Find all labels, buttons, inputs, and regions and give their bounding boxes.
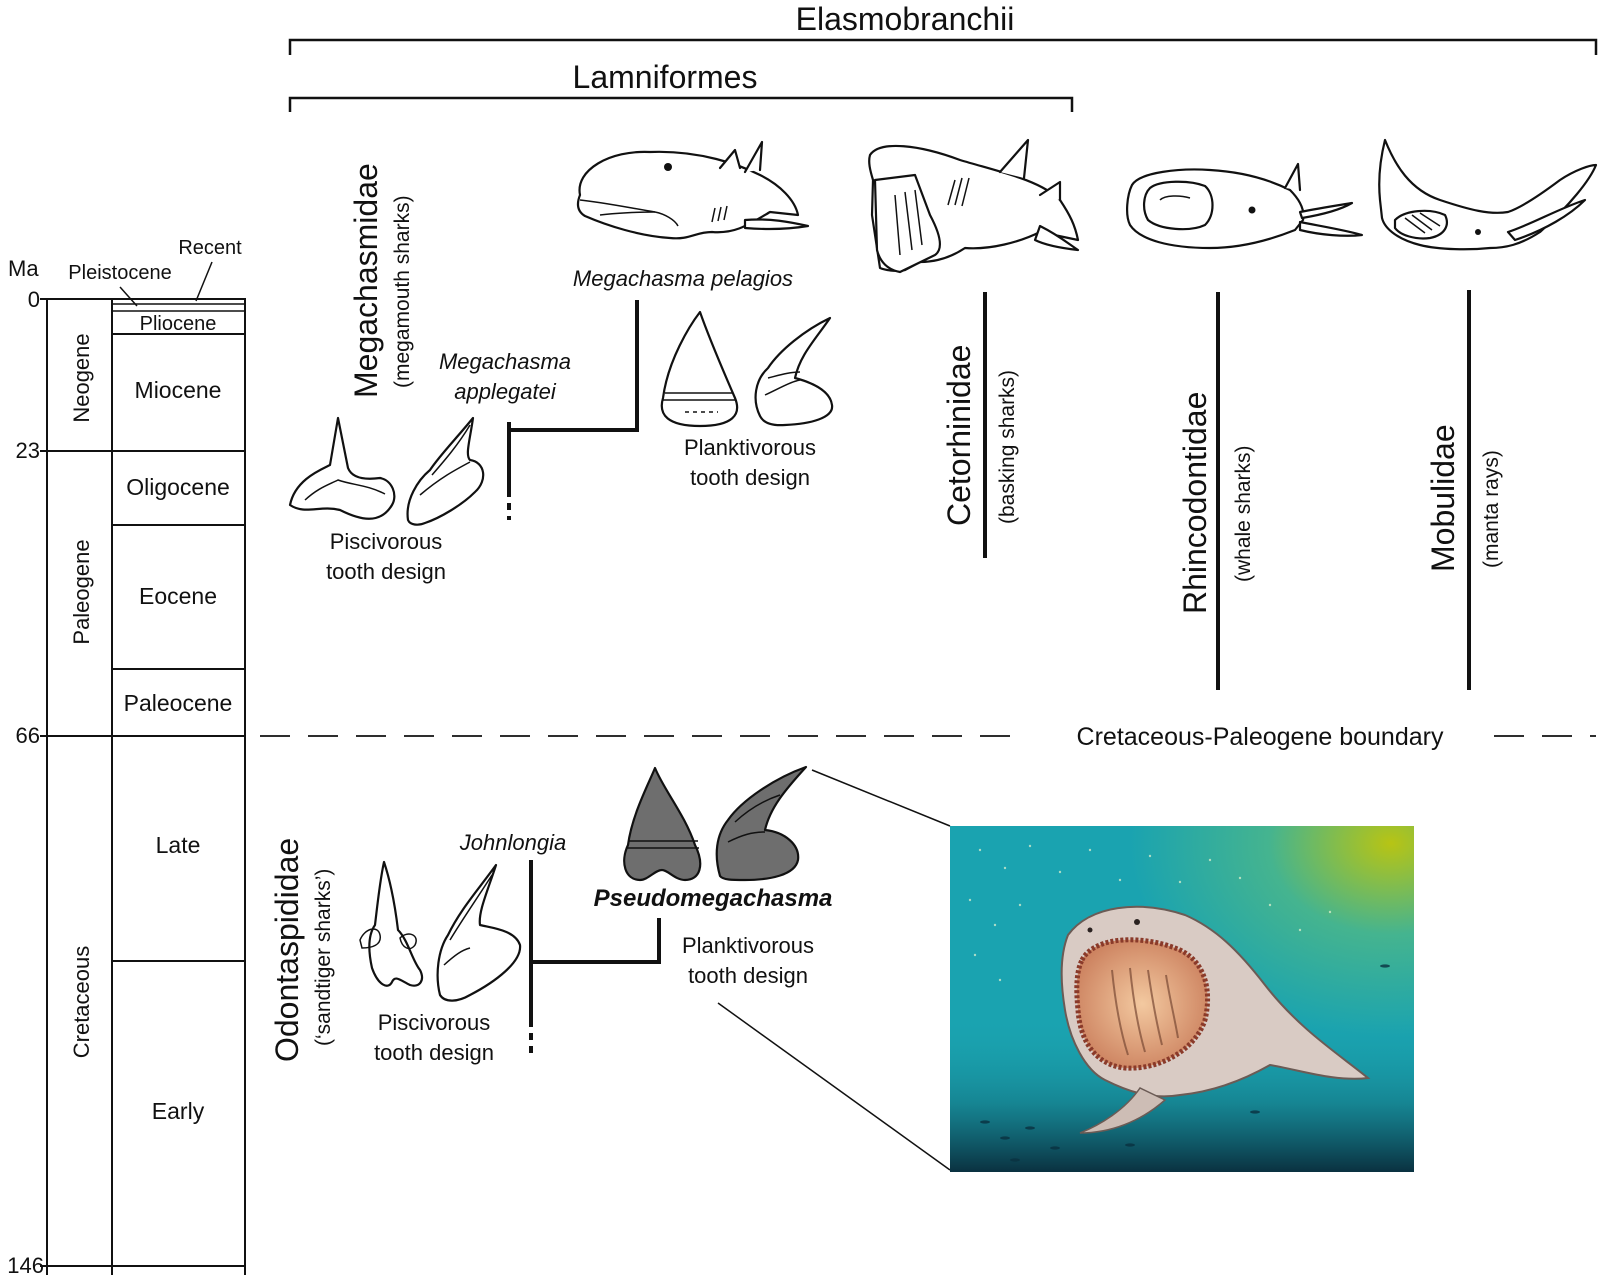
mobulidae-common: (manta rays): [1480, 450, 1503, 568]
geologic-timescale: Ma 0 23 66 146 Neogene Paleogene Cretace…: [7, 237, 246, 1275]
megamouth-shark-icon: [576, 140, 810, 240]
megachasmidae-label: Megachasmidae (megamouth sharks): [348, 163, 414, 398]
plankton-specks-icon: [968, 844, 1332, 982]
odontaspididae-name: Odontaspididae: [269, 838, 305, 1062]
cetorhinidae-name: Cetorhinidae: [941, 345, 977, 526]
applegatei-label-2: applegatei: [454, 379, 557, 404]
plank-bot-line2: tooth design: [688, 963, 808, 988]
epoch-pliocene: Pliocene: [140, 313, 217, 335]
planktivorous-tooth-front-icon: [660, 310, 739, 428]
johnlongia-label: Johnlongia: [459, 830, 566, 855]
plank-bot-line1: Planktivorous: [682, 933, 814, 958]
piscivorous-tooth-front-lower-icon: [359, 860, 424, 987]
pisc-top-line1: Piscivorous: [330, 529, 442, 554]
period-cretaceous: Cretaceous: [69, 946, 94, 1059]
elasmobranchii-bracket: Elasmobranchii: [288, 1, 1598, 55]
manta-ray-icon: [1378, 138, 1598, 251]
megachasmidae-common: (megamouth sharks): [391, 195, 414, 388]
elasmobranchii-label: Elasmobranchii: [796, 1, 1015, 37]
tick-label-66: 66: [16, 723, 40, 748]
tick-label-146: 146: [7, 1253, 44, 1275]
mobulidae-name: Mobulidae: [1425, 424, 1461, 572]
rhincodontidae-common: (whale sharks): [1232, 445, 1255, 582]
odontaspididae-common: (‘sandtiger sharks’): [312, 869, 335, 1046]
period-paleogene: Paleogene: [69, 539, 94, 644]
cetorhinidae-label: Cetorhinidae (basking sharks): [941, 292, 1019, 558]
megachasma-tree: Megachasma applegatei Megachasma pelagio…: [439, 266, 793, 520]
pseudomegachasma-tooth-front-icon: [623, 766, 702, 882]
pisc-bot-line1: Piscivorous: [378, 1010, 490, 1035]
epoch-early: Early: [152, 1098, 205, 1124]
boundary-label: Cretaceous-Paleogene boundary: [1077, 723, 1444, 751]
piscivorous-tooth-front-icon: [288, 416, 396, 520]
piscivorous-tooth-side-lower-icon: [436, 863, 522, 1002]
megachasmidae-name: Megachasmidae: [348, 163, 384, 398]
planktivorous-tooth-side-icon: [754, 316, 834, 427]
pisc-top-line2: tooth design: [326, 559, 446, 584]
period-neogene: Neogene: [69, 333, 94, 422]
applegatei-label-1: Megachasma: [439, 349, 571, 374]
cetorhinidae-common: (basking sharks): [996, 370, 1019, 524]
small-fish-icon: [980, 964, 1390, 1162]
epoch-oligocene: Oligocene: [126, 474, 230, 500]
tick-label-0: 0: [28, 287, 40, 312]
epoch-miocene: Miocene: [135, 377, 222, 403]
pseudomegachasma-tooth-side-icon: [715, 765, 808, 882]
epoch-recent: Recent: [178, 237, 242, 259]
callout-line-upper: [811, 769, 951, 827]
tick-label-23: 23: [16, 438, 40, 463]
epoch-paleocene: Paleocene: [124, 690, 233, 716]
lamniformes-label: Lamniformes: [573, 59, 758, 95]
rhincodontidae-name: Rhincodontidae: [1177, 392, 1213, 614]
mobulidae-label: Mobulidae (manta rays): [1425, 290, 1503, 690]
kpg-boundary: Cretaceous-Paleogene boundary: [260, 723, 1596, 751]
plank-top-line1: Planktivorous: [684, 435, 816, 460]
pseudomegachasma-reconstruction-image: [950, 826, 1414, 1172]
epoch-eocene: Eocene: [139, 583, 217, 609]
basking-shark-icon: [868, 138, 1080, 274]
pseudomegachasma-label: Pseudomegachasma: [594, 885, 833, 912]
lamniformes-bracket: Lamniformes: [288, 59, 1074, 112]
plank-top-line2: tooth design: [690, 465, 810, 490]
tooth-labels: Piscivorous tooth design Planktivorous t…: [326, 435, 816, 1065]
pisc-bot-line2: tooth design: [374, 1040, 494, 1065]
pelagios-label: Megachasma pelagios: [573, 266, 793, 291]
odontaspididae-label: Odontaspididae (‘sandtiger sharks’): [269, 838, 335, 1062]
rhincodontidae-label: Rhincodontidae (whale sharks): [1177, 292, 1255, 690]
piscivorous-tooth-side-icon: [406, 416, 485, 526]
epoch-late: Late: [156, 832, 201, 858]
epoch-pleistocene: Pleistocene: [68, 262, 171, 284]
callout-line-lower: [717, 1002, 951, 1171]
johnlongia-tree: Johnlongia Pseudomegachasma: [459, 830, 833, 1056]
ma-unit-label: Ma: [8, 256, 39, 281]
whale-shark-icon: [1126, 162, 1364, 250]
